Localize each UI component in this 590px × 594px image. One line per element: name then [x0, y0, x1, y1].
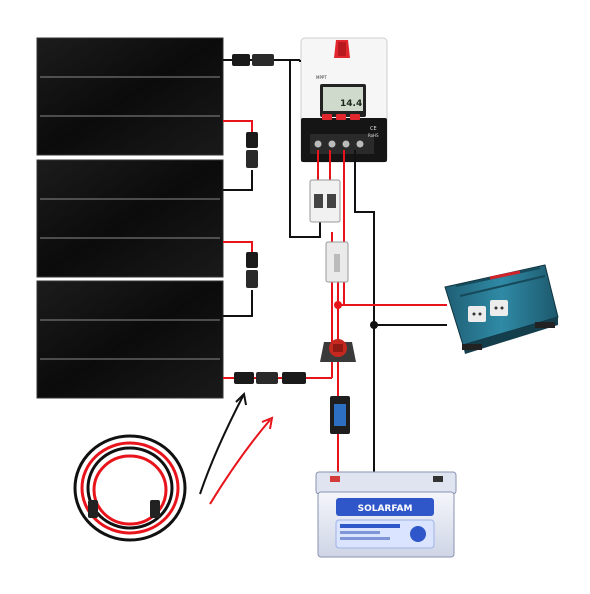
solar-panel-3 [36, 280, 224, 399]
solar-panel-2 [36, 159, 224, 278]
power-inverter [444, 264, 559, 354]
charge-controller [300, 37, 388, 163]
mc4-connector-group [232, 54, 306, 384]
fuse-holder [325, 241, 349, 283]
battery-isolator-switch [320, 339, 356, 362]
controller-ce-badge: CE [370, 126, 377, 132]
inline-fuse [330, 396, 350, 434]
controller-model-label: MPPT [316, 75, 327, 80]
red-junction-dot [334, 301, 342, 309]
solar-panel-1 [36, 37, 224, 156]
controller-rohs-badge: RoHS [368, 133, 379, 138]
pv-circuit-breaker [309, 179, 341, 223]
cable-coil [73, 434, 187, 542]
battery [315, 471, 457, 558]
connection-arrows [199, 391, 274, 505]
battery-brand-label: SOLARFAM [358, 504, 413, 514]
controller-lcd-reading: 14.4 [340, 99, 362, 109]
black-junction-dot [370, 321, 378, 329]
